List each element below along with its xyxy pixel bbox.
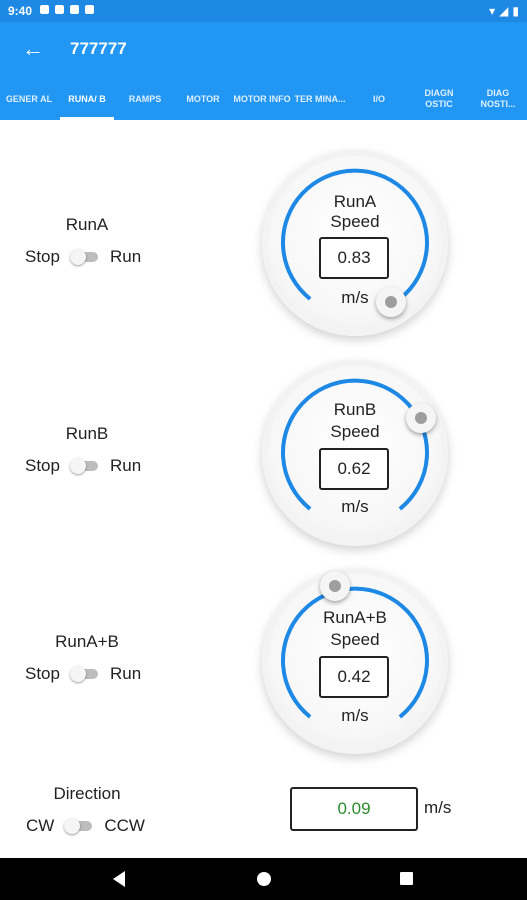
direction-unit: m/s <box>424 798 452 817</box>
direction-toggle[interactable] <box>64 818 94 834</box>
runb-run-label: Run <box>109 456 142 475</box>
runb-label: RunB <box>65 424 109 443</box>
tab-motor-info[interactable]: MOTOR INFO <box>233 93 291 104</box>
runab-dial-subtitle: Speed <box>330 630 380 649</box>
direction-label: Direction <box>53 784 121 803</box>
runb-speed-dial[interactable]: RunB Speed 0.62 m/s <box>262 360 448 546</box>
runa-toggle[interactable] <box>69 249 100 265</box>
runa-speed-value[interactable]: 0.83 <box>319 237 389 279</box>
status-time: 9:40 <box>8 4 33 18</box>
tab-ramps[interactable]: RAMPS <box>128 93 162 104</box>
runa-unit: m/s <box>341 288 369 307</box>
runab-dial-knob[interactable] <box>320 571 350 601</box>
app-bar: ← 777777 <box>0 22 527 78</box>
cw-label: CW <box>26 816 55 835</box>
tab-diagnostic[interactable]: DIAGN OSTIC <box>424 88 454 109</box>
runab-dial-title: RunA+B <box>323 608 387 627</box>
runab-switch-row: Stop Run <box>25 664 141 684</box>
tab-bar: GENER AL RUNA/ B RAMPS MOTOR MOTOR INFO … <box>0 78 527 120</box>
runb-stop-label: Stop <box>25 456 60 475</box>
status-bar: 9:40 ▾ ◢ ▮ <box>0 0 527 22</box>
runab-speed-value[interactable]: 0.42 <box>319 656 389 698</box>
runb-switch-row: Stop Run <box>25 456 141 476</box>
runab-run-label: Run <box>109 664 142 683</box>
wifi-icon: ▾ <box>489 4 496 18</box>
dial-arc <box>281 378 429 511</box>
dial-arc <box>281 586 429 719</box>
runab-label: RunA+B <box>55 632 119 651</box>
nav-back-icon[interactable] <box>113 871 125 887</box>
tab-motor[interactable]: MOTOR <box>186 93 220 104</box>
runa-label: RunA <box>65 215 109 234</box>
runb-speed-value[interactable]: 0.62 <box>319 448 389 490</box>
tab-runa-b[interactable]: RUNA/ B <box>58 78 116 120</box>
page-title: 777777 <box>70 39 127 58</box>
signal-icon: ◢ <box>499 4 509 18</box>
runab-toggle[interactable] <box>69 666 100 682</box>
runb-dial-title: RunB <box>333 400 377 419</box>
runa-stop-label: Stop <box>25 247 60 266</box>
system-icons: ▾ ◢ ▮ <box>489 4 519 18</box>
nav-home-icon[interactable] <box>257 872 271 886</box>
runab-stop-label: Stop <box>25 664 60 683</box>
dial-arc <box>281 168 429 301</box>
runa-dial-subtitle: Speed <box>330 212 380 231</box>
back-arrow-icon[interactable]: ← <box>22 36 44 61</box>
runb-toggle[interactable] <box>69 458 100 474</box>
direction-speed-value[interactable]: 0.09 <box>290 787 418 831</box>
runa-dial-knob[interactable] <box>376 287 406 317</box>
runb-unit: m/s <box>341 497 369 516</box>
runab-speed-dial[interactable]: RunA+B Speed 0.42 m/s <box>262 568 448 754</box>
notification-icons <box>40 5 94 14</box>
tab-io[interactable]: I/O <box>372 93 385 104</box>
nav-recents-icon[interactable] <box>400 872 413 885</box>
runab-unit: m/s <box>341 706 369 725</box>
runa-speed-dial[interactable]: RunA Speed 0.83 m/s <box>262 150 448 336</box>
tab-diagnostic-2[interactable]: DIAG NOSTI... <box>480 88 516 109</box>
direction-switch-row: CW CCW <box>26 816 145 836</box>
battery-icon: ▮ <box>512 4 519 18</box>
ccw-label: CCW <box>104 816 145 835</box>
runb-dial-knob[interactable] <box>406 403 436 433</box>
system-nav-bar <box>0 858 527 900</box>
runa-run-label: Run <box>109 247 142 266</box>
tab-general[interactable]: GENER AL <box>5 93 53 104</box>
runa-switch-row: Stop Run <box>25 247 141 267</box>
runa-dial-title: RunA <box>333 192 377 211</box>
runb-dial-subtitle: Speed <box>330 422 380 441</box>
tab-terminal[interactable]: TER MINA... <box>294 93 346 104</box>
